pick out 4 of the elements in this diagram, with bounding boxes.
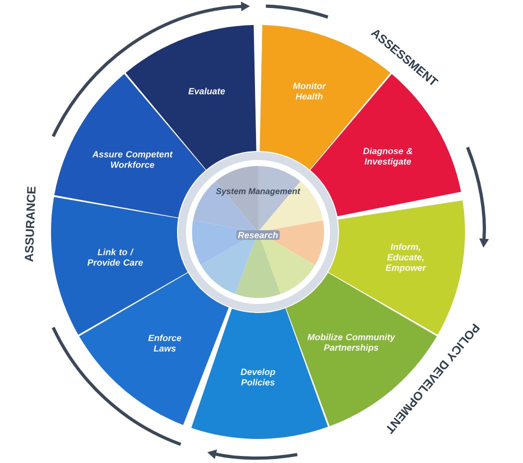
service-segment: Inform, Educate, Empower: [328, 200, 465, 335]
service-segment: Link to / Provide Care: [51, 196, 188, 335]
stage-label: ASSURANCE: [23, 184, 38, 264]
service-segment: Enforce Laws: [79, 272, 229, 425]
